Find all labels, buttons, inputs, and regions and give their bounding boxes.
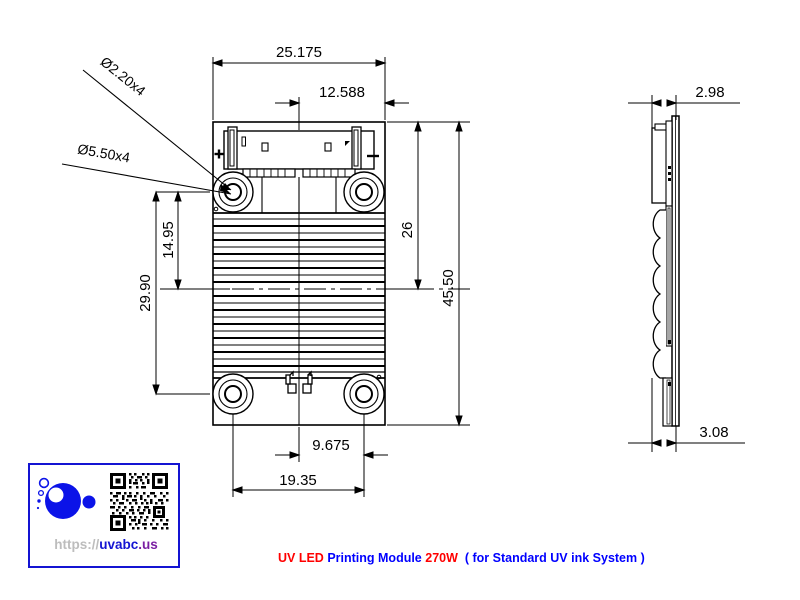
dimension-label-3-08: 3.08: [699, 424, 728, 441]
connector-block: [223, 126, 375, 178]
dimension-label-45-50: 45.50: [440, 269, 457, 307]
callout-large-hole: [61, 163, 232, 195]
caption-part-uvled: UV LED: [278, 551, 324, 565]
mounting-hole-bottom-left: [212, 373, 254, 415]
drawing-caption: UV LED Printing Module 270W ( for Standa…: [278, 551, 645, 565]
callout-label-large-hole: Ø5.50x4: [76, 141, 131, 166]
dimension-left-outer-height: [152, 190, 210, 396]
logo-card[interactable]: https://uvabc.us: [28, 463, 180, 568]
dimension-label-2-98: 2.98: [695, 84, 724, 101]
dimension-label-19-35: 19.35: [279, 472, 317, 489]
logo-graphics: [36, 471, 170, 533]
caption-part-printing-module: Printing Module: [327, 551, 422, 565]
dimension-right-outer-height: [387, 120, 470, 427]
mounting-hole-top-right: [343, 171, 385, 213]
dimension-side-bottom-thickness: [628, 378, 745, 452]
url-prefix: https://: [54, 537, 100, 552]
dimension-label-9-675: 9.675: [312, 437, 350, 454]
dimension-label-14-95: 14.95: [160, 221, 177, 259]
dimension-label-12-588: 12.588: [319, 84, 365, 101]
qr-code-icon[interactable]: [108, 471, 170, 533]
side-view: [651, 115, 680, 427]
front-view: [160, 121, 470, 426]
bubble-logo-icon: [36, 477, 96, 519]
dimension-label-26: 26: [399, 222, 416, 239]
caption-part-power: 270W: [425, 551, 458, 565]
dimension-right-inner-height: [387, 120, 424, 291]
callout-label-small-hole: Ø2.20x4: [98, 53, 149, 99]
mounting-hole-bottom-right: [343, 373, 385, 415]
logo-url[interactable]: https://uvabc.us: [30, 537, 182, 552]
dimension-label-29-90: 29.90: [137, 274, 154, 312]
dimension-bottom-half-width: [275, 414, 388, 462]
dimension-label-25-175: 25.175: [276, 44, 322, 61]
url-domain: uvabc: [99, 537, 139, 552]
dimension-bottom-overall-width: [231, 414, 366, 497]
dimension-top-half-width: [275, 97, 409, 130]
url-tld: .us: [138, 537, 158, 552]
caption-part-note: ( for Standard UV ink System ): [464, 551, 645, 565]
polarity-plus-icon: [214, 149, 224, 159]
dimension-side-top-thickness: [628, 95, 740, 130]
bottom-center-pads: [285, 370, 313, 394]
